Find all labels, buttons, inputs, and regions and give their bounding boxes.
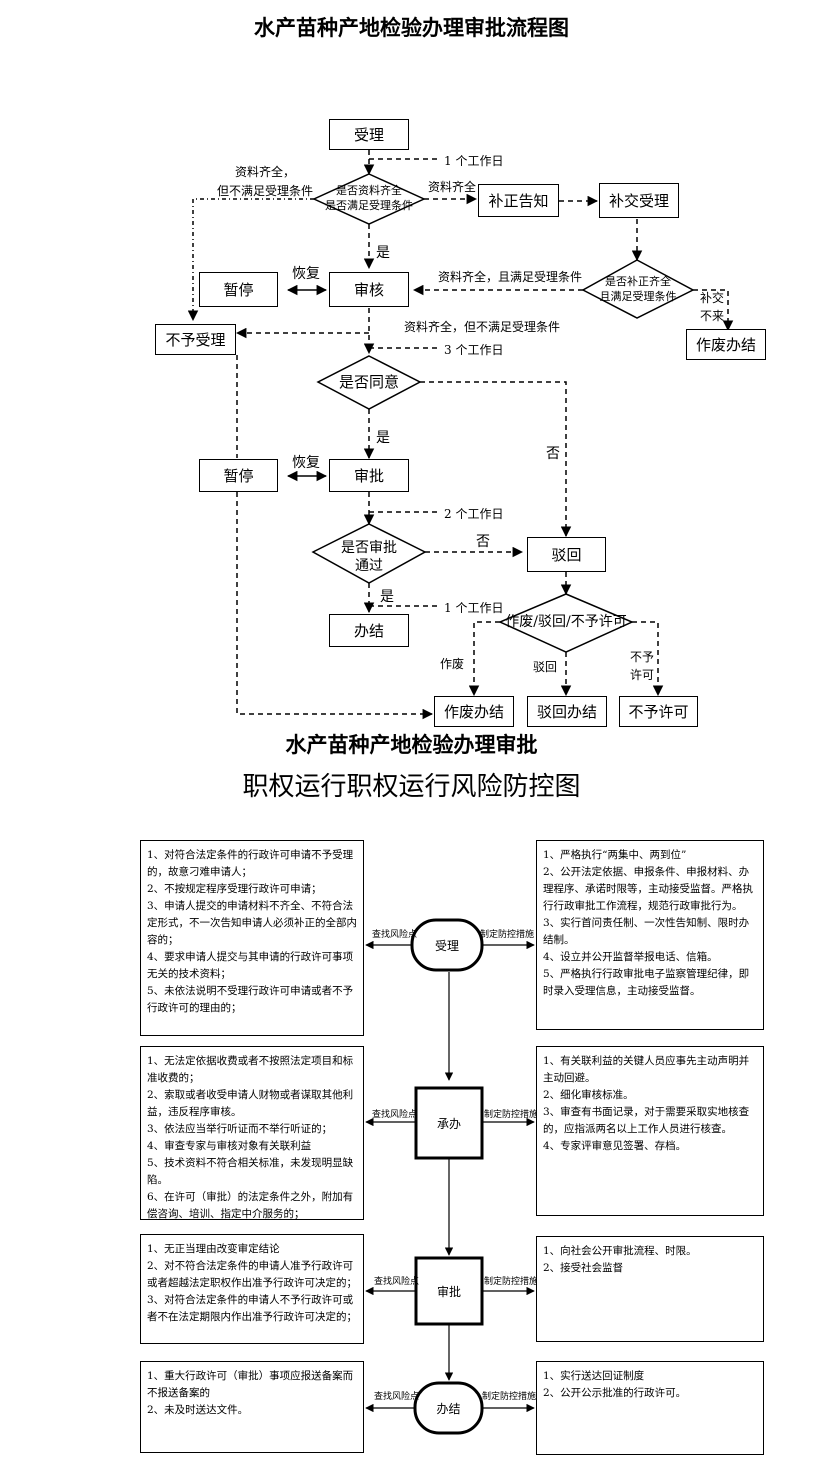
decision-resubmit-shape [581, 259, 695, 319]
label-not-submit: 补交不来 [700, 291, 725, 323]
find-point-2: 查找风险点 [372, 1110, 418, 1120]
make-measure-4: 制定防控措施 [482, 1392, 537, 1402]
measure-box-approve: 1、向社会公开审批流程、时限。 2、接受社会监督 [536, 1236, 764, 1342]
stage-finish-label: 办结 [436, 1401, 461, 1416]
label-day1-a: 1 个工作日 [444, 154, 504, 168]
stage-accept-shape [410, 918, 484, 972]
risk-title-line1: 水产苗种产地检验办理审批 [285, 733, 538, 757]
make-measure-1: 制定防控措施 [480, 930, 535, 940]
label-yes-1: 是 [376, 245, 390, 261]
stage-accept-label: 受理 [434, 938, 459, 953]
label-no-1: 否 [546, 446, 560, 462]
label-complete: 资料齐全 [428, 180, 477, 194]
stage-handle-shape [414, 1086, 484, 1160]
stage-finish-shape [413, 1381, 484, 1435]
return-done-box: 驳回办结 [527, 696, 607, 727]
label-not-permit: 不予许可 [630, 650, 655, 682]
decision-complete-text: 是否资料齐全是否满足受理条件 [325, 184, 413, 212]
return-box: 驳回 [527, 537, 606, 572]
risk-box-accept: 1、对符合法定条件的行政许可申请不予受理的，故意刁难申请人； 2、不按规定程序受… [140, 840, 364, 1036]
notify-box: 补正告知 [478, 184, 559, 217]
review-box: 审核 [329, 272, 409, 307]
label-complete-not-ok: 资料齐全，但不满足受理条件 [216, 165, 313, 198]
stage-handle-label: 承办 [436, 1116, 461, 1131]
label-complete-ok: 资料齐全，且满足受理条件 [438, 270, 583, 284]
decision-pass-text: 是否审批通过 [341, 540, 397, 574]
label-no-2: 否 [476, 534, 490, 550]
measure-box-accept: 1、严格执行“两集中、两到位” 2、公开法定依据、申报条件、申报材料、办理程序、… [536, 840, 764, 1030]
find-point-4: 查找风险点 [374, 1392, 420, 1402]
label-complete-not-ok-2: 资料齐全，但不满足受理条件 [404, 320, 561, 334]
decision-complete-shape [312, 173, 426, 225]
decision-agree-shape [316, 355, 422, 410]
risk-box-finish: 1、重大行政许可（审批）事项应报送备案而不报送备案的 2、未及时送达文件。 [140, 1361, 364, 1453]
label-yes-2: 是 [376, 430, 390, 446]
not-permit-box: 不予许可 [619, 696, 698, 727]
decision-pass-shape [311, 523, 427, 584]
risk-box-handle: 1、无法定依据收费或者不按照法定项目和标准收费的； 2、索取或者收受申请人财物或… [140, 1046, 364, 1220]
decision-agree-text: 是否同意 [338, 373, 399, 391]
stage-approve-shape [414, 1256, 484, 1326]
make-measure-3: 制定防控措施 [484, 1277, 539, 1287]
find-point-1: 查找风险点 [372, 930, 418, 940]
decision-type-text: 作废/驳回/不予许可 [505, 614, 627, 630]
make-measure-2: 制定防控措施 [484, 1110, 539, 1120]
label-day3: 3 个工作日 [444, 343, 504, 357]
label-resume-2: 恢复 [292, 455, 320, 471]
stage-approve-label: 审批 [436, 1284, 461, 1299]
flowchart-title: 水产苗种产地检验办理审批流程图 [254, 16, 569, 40]
risk-title-line2: 职权运行职权运行风险防控图 [242, 772, 581, 802]
accept-box: 受理 [329, 119, 409, 150]
risk-box-approve: 1、无正当理由改变审定结论 2、对不符合法定条件的申请人准予行政许可或者超越法定… [140, 1234, 364, 1344]
finish-box: 办结 [329, 614, 409, 647]
resubmit-box: 补交受理 [599, 183, 679, 218]
measure-box-finish: 1、实行送达回证制度 2、公开公示批准的行政许可。 [536, 1361, 764, 1455]
reject-accept-box: 不予受理 [155, 324, 236, 355]
label-day2: 2 个工作日 [444, 507, 504, 521]
void-done-box-2: 作废办结 [434, 696, 514, 727]
void-done-box-1: 作废办结 [686, 329, 766, 360]
measure-box-handle: 1、有关联利益的关键人员应事先主动声明并主动回避。 2、细化审核标准。 3、审查… [536, 1046, 764, 1216]
find-point-3: 查找风险点 [374, 1277, 420, 1287]
suspend-box-1: 暂停 [199, 272, 278, 307]
label-yes-3: 是 [380, 589, 394, 605]
decision-resubmit-text: 是否补正齐全且满足受理条件 [599, 275, 677, 303]
label-return: 驳回 [533, 660, 558, 674]
decision-type-shape [498, 593, 634, 653]
approve-box: 审批 [329, 459, 409, 492]
label-day1-b: 1 个工作日 [444, 601, 504, 615]
label-void: 作废 [440, 657, 465, 671]
suspend-box-2: 暂停 [199, 459, 278, 492]
label-resume-1: 恢复 [292, 266, 320, 282]
